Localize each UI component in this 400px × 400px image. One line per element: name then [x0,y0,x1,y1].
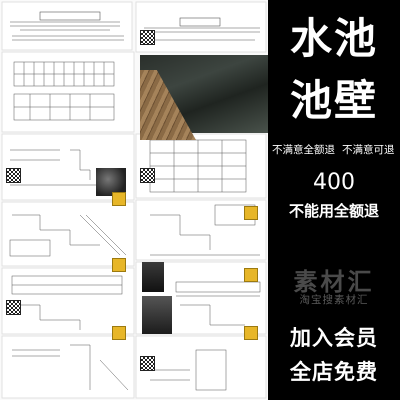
refund-note-left: 不满意全额退 [272,144,335,156]
stone-texture-photo [96,168,126,196]
restriction-note: 不能用全额退 [288,202,379,220]
qr-code-icon [140,168,155,183]
qr-code-icon [6,300,21,315]
refund-note-right: 不满意可退 [342,144,395,156]
badge-icon [112,192,126,206]
cta-line-1: 加入会员 [290,326,378,350]
drawing-collage [0,0,268,400]
badge-icon [244,206,258,220]
qr-code-icon [140,30,155,45]
title-line-1: 水池 [289,14,378,63]
promo-panel: 水池 池壁 不满意全额退 不满意可退 400 不能用全额退 素材汇 淘宝搜素材汇… [268,0,400,400]
stone-texture-photo [142,296,172,334]
stone-texture-photo [142,262,164,292]
cta-line-2: 全店免费 [290,360,378,384]
title-line-2: 池壁 [289,76,378,125]
qr-code-icon [140,356,155,371]
brand-logo: 素材汇 [293,268,375,296]
price-value: 400 [313,170,355,195]
badge-icon [244,326,258,340]
brand-logo-subtitle: 淘宝搜素材汇 [299,294,369,306]
badge-icon [112,326,126,340]
badge-icon [112,258,126,272]
badge-icon [244,268,258,282]
qr-code-icon [6,168,21,183]
